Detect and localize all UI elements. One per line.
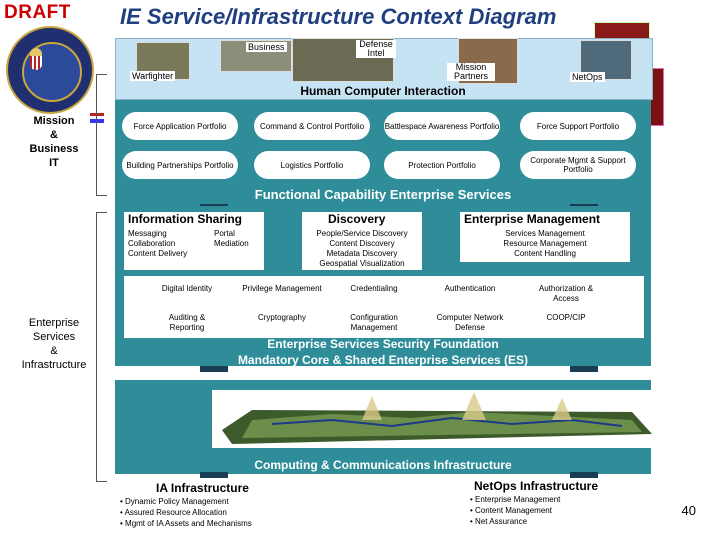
portfolio-command-control: Command & Control Portfolio (254, 112, 370, 140)
ess-title: Enterprise Services Security Foundation (267, 337, 499, 351)
mission-partners-photo-label: Mission Partners (447, 63, 495, 81)
info-sharing-col2: Portal Mediation (214, 229, 249, 249)
side-label-line: & (50, 345, 58, 357)
page-title: IE Service/Infrastructure Context Diagra… (120, 4, 557, 29)
discovery-list: People/Service Discovery Content Discove… (306, 229, 418, 269)
netops-infrastructure-title: NetOps Infrastructure (474, 479, 599, 493)
portfolio-force-application: Force Application Portfolio (122, 112, 238, 140)
satellite-beam-icon (362, 396, 382, 420)
defense-intel-photo-label: Defense Intel (356, 40, 396, 58)
enterprise-mgmt-title: Enterprise Management (464, 212, 601, 226)
security-item: Computer Network Defense (436, 313, 504, 332)
ia-infrastructure-title: IA Infrastructure (156, 481, 249, 495)
service-item: Content Handling (514, 249, 576, 258)
separator-bar (200, 366, 228, 372)
enterprise-services-infrastructure-label: Enterprise Services & Infrastructure (14, 316, 94, 372)
side-label-line: Services (32, 331, 76, 343)
seal-shield-icon (30, 56, 42, 70)
page-number: 40 (681, 503, 696, 518)
service-item: Metadata Discovery (326, 249, 398, 258)
security-item: Digital Identity (161, 284, 213, 293)
network-infrastructure-image (212, 390, 660, 448)
service-item: Portal (214, 229, 235, 238)
side-label-line: Business (29, 143, 79, 155)
side-label-line: Enterprise (28, 317, 80, 329)
bullet-item: • Dynamic Policy Management (120, 497, 229, 506)
side-label-line: Infrastructure (21, 359, 87, 371)
portfolio-force-support: Force Support Portfolio (520, 112, 636, 140)
ess-subtitle: Mandatory Core & Shared Enterprise Servi… (237, 353, 529, 367)
network-graphic (222, 392, 652, 444)
netops-infrastructure-list: • Enterprise Management • Content Manage… (470, 494, 560, 527)
security-items-area (124, 276, 644, 338)
discovery-title: Discovery (328, 212, 386, 226)
side-label-line: & (50, 129, 58, 141)
terrain-shape (242, 412, 642, 438)
security-item: Configuration Management (350, 313, 398, 332)
service-item: Collaboration (128, 239, 176, 248)
separator-bar (200, 472, 228, 478)
side-label-line: IT (49, 157, 59, 169)
service-item: Content Delivery (128, 249, 188, 258)
security-item: Credentialing (350, 284, 398, 293)
service-item: Resource Management (503, 239, 587, 248)
security-item: Cryptography (257, 313, 307, 322)
portfolio-protection: Protection Portfolio (384, 151, 500, 179)
bullet-item: • Mgmt of IA Assets and Mechanisms (120, 519, 252, 528)
bullet-item: • Enterprise Management (470, 495, 561, 504)
mission-business-it-label: Mission & Business IT (14, 114, 94, 170)
enterprise-bracket (96, 212, 107, 482)
bullet-item: • Net Assurance (470, 517, 528, 526)
separator-bar (570, 472, 598, 478)
warfighter-photo-label: Warfighter (130, 71, 176, 81)
hci-title: Human Computer Interaction (300, 84, 466, 98)
ia-infrastructure-list: • Dynamic Policy Management • Assured Re… (120, 496, 252, 529)
service-item: Content Discovery (329, 239, 395, 248)
fce-title: Functional Capability Enterprise Service… (254, 187, 512, 202)
flag-icon (90, 113, 104, 123)
mission-bracket (96, 74, 107, 196)
security-item: COOP/CIP (546, 313, 586, 322)
info-sharing-col1: Messaging Collaboration Content Delivery (128, 229, 187, 259)
portfolio-corporate-mgmt: Corporate Mgmt & Support Portfolio (520, 151, 636, 179)
bullet-item: • Assured Resource Allocation (120, 508, 227, 517)
security-item: Privilege Management (242, 284, 322, 293)
service-item: Services Management (505, 229, 585, 238)
security-item: Auditing & Reporting (168, 313, 206, 332)
service-item: Messaging (128, 229, 167, 238)
side-label-line: Mission (33, 115, 75, 127)
business-photo-label: Business (246, 42, 287, 52)
info-sharing-panel (124, 212, 264, 270)
satellite-beam-icon (552, 398, 572, 420)
security-item: Authentication (444, 284, 496, 293)
netops-photo-label: NetOps (570, 72, 605, 82)
service-item: Mediation (214, 239, 249, 248)
bullet-item: • Content Management (470, 506, 552, 515)
service-item: Geospatial Visualization (319, 259, 405, 268)
draft-label: DRAFT (4, 2, 71, 23)
enterprise-mgmt-list: Services Management Resource Management … (470, 229, 620, 259)
separator-bar (570, 366, 598, 372)
service-item: People/Service Discovery (316, 229, 408, 238)
info-sharing-title: Information Sharing (128, 212, 242, 226)
security-item: Authorization & Access (538, 284, 594, 303)
cci-title: Computing & Communications Infrastructur… (254, 458, 512, 472)
discovery-panel (302, 212, 422, 270)
dod-seal-logo (6, 26, 94, 114)
satellite-beam-icon (462, 392, 486, 420)
enterprise-mgmt-panel (460, 212, 630, 262)
portfolio-building-partnerships: Building Partnerships Portfolio (122, 151, 238, 179)
portfolio-logistics: Logistics Portfolio (254, 151, 370, 179)
portfolio-battlespace-awareness: Battlespace Awareness Portfolio (384, 112, 500, 140)
